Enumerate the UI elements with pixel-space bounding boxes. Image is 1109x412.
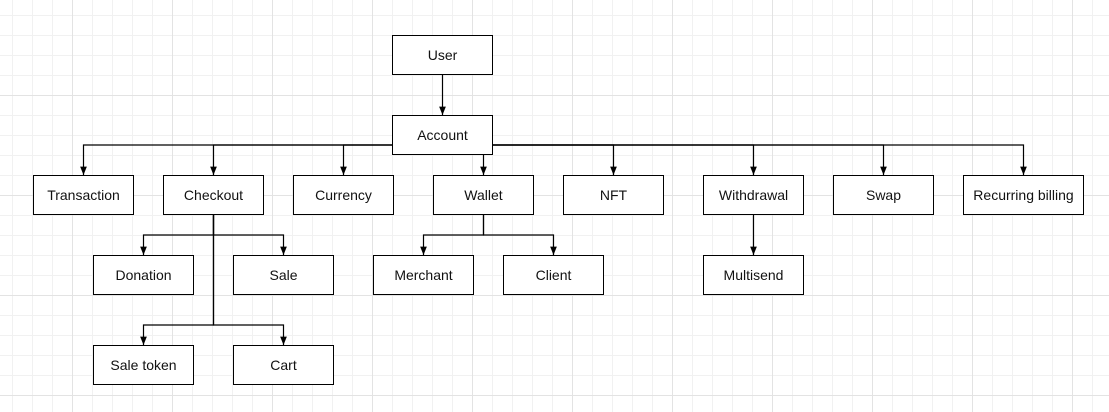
node-client[interactable]: Client — [503, 255, 604, 295]
node-wallet[interactable]: Wallet — [433, 175, 534, 215]
edge-wallet-to-merchant — [420, 215, 485, 255]
node-user[interactable]: User — [392, 35, 493, 75]
edge-account-to-transaction — [80, 144, 444, 175]
node-checkout[interactable]: Checkout — [163, 175, 264, 215]
edge-account-to-swap — [441, 144, 887, 175]
node-multisend[interactable]: Multisend — [703, 255, 804, 295]
node-withdrawal[interactable]: Withdrawal — [703, 175, 804, 215]
node-sale[interactable]: Sale — [233, 255, 334, 295]
node-swap[interactable]: Swap — [833, 175, 934, 215]
node-recurring-billing[interactable]: Recurring billing — [963, 175, 1084, 215]
node-merchant[interactable]: Merchant — [373, 255, 474, 295]
edge-checkout-to-donation — [140, 215, 215, 255]
edge-checkout-to-sale — [212, 215, 287, 255]
node-account[interactable]: Account — [392, 115, 493, 155]
node-nft[interactable]: NFT — [563, 175, 664, 215]
edge-account-to-recurring-billing — [441, 144, 1027, 175]
node-cart[interactable]: Cart — [233, 345, 334, 385]
node-transaction[interactable]: Transaction — [33, 175, 134, 215]
node-currency[interactable]: Currency — [293, 175, 394, 215]
node-sale-token[interactable]: Sale token — [93, 345, 194, 385]
edge-wallet-to-client — [482, 215, 557, 255]
node-donation[interactable]: Donation — [93, 255, 194, 295]
